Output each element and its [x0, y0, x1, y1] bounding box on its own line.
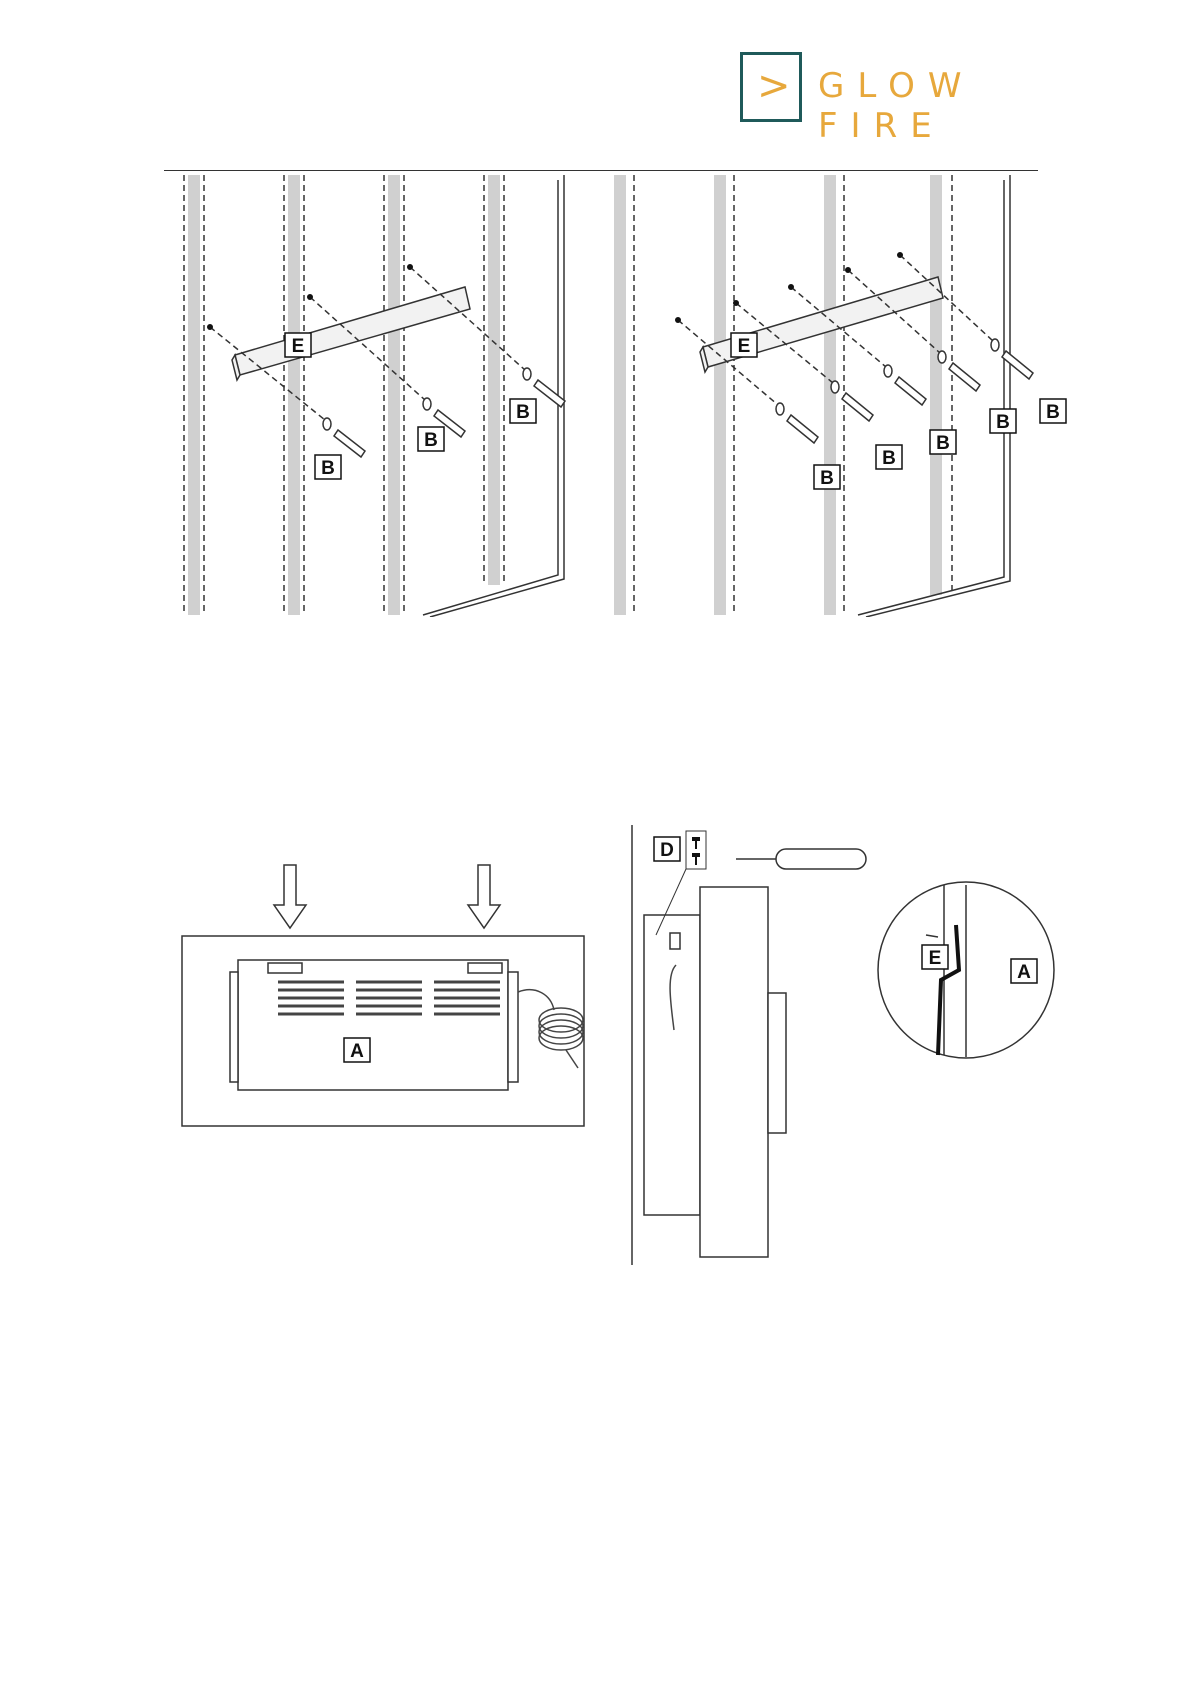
screw-label-b: B — [516, 402, 530, 423]
screw-label-d: D — [660, 840, 674, 861]
chevron-right-icon: > — [757, 61, 791, 111]
brand-logo: > GLOW FIRE — [740, 52, 1050, 126]
screw-label-b: B — [321, 458, 335, 479]
screw-label-b: B — [424, 430, 438, 451]
down-arrow-icon — [274, 865, 500, 928]
figure-bracket-single: E B B B — [180, 175, 600, 617]
unit-label-a: A — [350, 1041, 364, 1062]
fireplace-side-view — [644, 887, 786, 1257]
logo-frame-icon: > — [740, 52, 802, 122]
detail-label-e: E — [929, 948, 942, 969]
screw-label-b: B — [936, 433, 950, 454]
screw-label-b: B — [882, 448, 896, 469]
screwdriver-icon — [736, 849, 866, 869]
screw-label-b: B — [820, 468, 834, 489]
figure-secure-unit: D E A — [626, 825, 1076, 1265]
figure-hang-unit: A — [166, 860, 616, 1140]
screw-icon — [692, 837, 700, 865]
bracket-label-e: E — [292, 336, 305, 357]
header-divider — [164, 170, 1038, 171]
figure-bracket-double: E B B B B B — [608, 175, 1068, 617]
fireplace-unit — [230, 960, 518, 1090]
screw-label-b: B — [996, 412, 1010, 433]
brand-name: GLOW FIRE — [818, 66, 1050, 146]
screw-label-b: B — [1046, 402, 1060, 423]
bracket-label-e: E — [738, 336, 751, 357]
detail-label-a: A — [1017, 962, 1031, 983]
